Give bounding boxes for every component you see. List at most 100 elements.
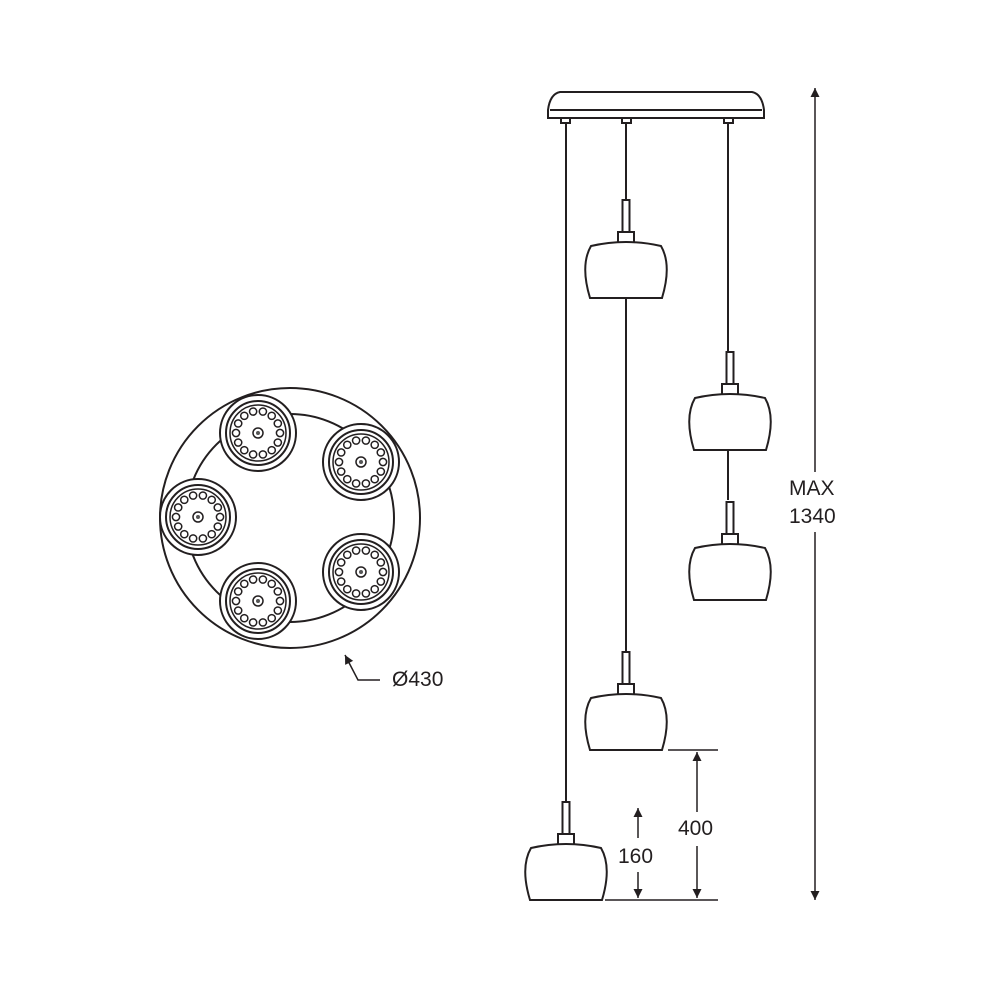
- pendant-lamp: [688, 351, 772, 451]
- lamp-stem: [561, 801, 571, 835]
- crystal-bead: [334, 457, 344, 467]
- max-label: MAX: [789, 477, 835, 500]
- crystal-bead: [213, 522, 223, 531]
- crystal-bead: [213, 503, 223, 512]
- crystal-bead: [336, 577, 346, 586]
- crystal-bead: [248, 575, 258, 584]
- lamp-top-view: [219, 394, 297, 472]
- crystal-bead: [188, 534, 198, 543]
- socket-center: [256, 599, 260, 603]
- crystal-bead: [239, 445, 249, 455]
- crystal-bead: [179, 495, 189, 505]
- lamp-stem: [621, 651, 631, 685]
- crystal-ring: [332, 433, 390, 491]
- crystal-ring: [229, 572, 287, 630]
- crystal-bead: [376, 577, 386, 586]
- socket-center: [196, 515, 200, 519]
- lamp-top-view: [322, 423, 400, 501]
- crystal-bead: [275, 428, 285, 438]
- crystal-bead: [248, 407, 258, 416]
- crystal-bead: [267, 613, 277, 623]
- lamp-shade-inner: [225, 400, 291, 466]
- crystal-bead: [361, 546, 371, 555]
- crystal-bead: [361, 589, 371, 598]
- crystal-bead: [334, 567, 344, 577]
- crystal-bead: [233, 587, 243, 596]
- dim-160-label: 160: [618, 845, 654, 868]
- crystal-bead: [273, 419, 283, 428]
- crystal-bead: [267, 445, 277, 455]
- crystal-bead: [376, 448, 386, 457]
- diameter-label: Ø430: [392, 668, 444, 691]
- crystal-bead: [370, 584, 380, 594]
- lamp-stem: [621, 199, 631, 233]
- lamp-top-view: [159, 478, 237, 556]
- crystal-bead: [351, 479, 361, 488]
- crystal-bead: [198, 491, 208, 500]
- lamp-stem: [725, 501, 735, 535]
- pendant-lamp: [584, 199, 668, 299]
- crystal-bead: [342, 584, 352, 594]
- crystal-ring: [229, 404, 287, 462]
- glass-shade: [524, 843, 608, 901]
- crystal-ring: [169, 488, 227, 546]
- crystal-bead: [376, 467, 386, 476]
- crystal-bead: [275, 596, 285, 606]
- crystal-bead: [273, 438, 283, 447]
- crystal-bead: [248, 450, 258, 459]
- crystal-bead: [231, 428, 241, 438]
- crystal-bead: [233, 606, 243, 615]
- crystal-bead: [239, 613, 249, 623]
- lamp-top-view: [322, 533, 400, 611]
- crystal-ring: [332, 543, 390, 601]
- lamp-top-view: [219, 562, 297, 640]
- crystal-bead: [342, 550, 352, 560]
- cable-grip: [621, 117, 632, 124]
- glass-shade: [688, 543, 772, 601]
- crystal-bead: [198, 534, 208, 543]
- crystal-bead: [248, 618, 258, 627]
- crystal-bead: [378, 457, 388, 467]
- crystal-bead: [273, 587, 283, 596]
- dim-400-label: 400: [678, 817, 714, 840]
- cable-grip: [560, 117, 571, 124]
- crystal-bead: [376, 558, 386, 567]
- dimensions: [605, 88, 820, 901]
- ceiling-canopy: [547, 91, 765, 119]
- crystal-bead: [239, 579, 249, 589]
- cable-grip: [723, 117, 734, 124]
- glass-shade: [584, 241, 668, 299]
- crystal-bead: [378, 567, 388, 577]
- crystal-bead: [173, 503, 183, 512]
- crystal-bead: [336, 448, 346, 457]
- crystal-bead: [207, 529, 217, 539]
- crystal-bead: [370, 550, 380, 560]
- max-height-value: 1340: [789, 505, 836, 528]
- pendant-lamp: [688, 501, 772, 601]
- glass-shade: [584, 693, 668, 751]
- crystal-bead: [173, 522, 183, 531]
- crystal-bead: [233, 438, 243, 447]
- socket-circle: [192, 511, 204, 523]
- side-view: [524, 91, 772, 901]
- lamp-shade-inner: [225, 568, 291, 634]
- crystal-bead: [239, 411, 249, 421]
- crystal-bead: [342, 474, 352, 484]
- crystal-bead: [188, 491, 198, 500]
- socket-center: [359, 570, 363, 574]
- socket-circle: [355, 456, 367, 468]
- lamp-shade-inner: [328, 539, 394, 605]
- socket-circle: [355, 566, 367, 578]
- lamp-stem: [725, 351, 735, 385]
- glass-shade: [688, 393, 772, 451]
- socket-center: [256, 431, 260, 435]
- crystal-bead: [258, 575, 268, 584]
- lamp-shade-inner: [165, 484, 231, 550]
- crystal-bead: [370, 440, 380, 450]
- crystal-bead: [171, 512, 181, 522]
- crystal-bead: [267, 411, 277, 421]
- crystal-bead: [179, 529, 189, 539]
- crystal-bead: [207, 495, 217, 505]
- pendant-lamp: [584, 651, 668, 751]
